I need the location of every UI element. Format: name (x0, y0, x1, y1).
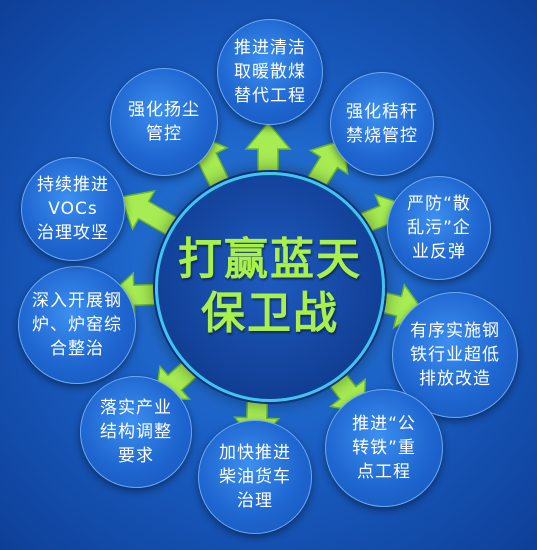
node-upper-right-label: 强化秸秆 禁烧管控 (346, 102, 418, 146)
node-top-label: 推进清洁 取暖散煤 替代工程 (234, 38, 306, 106)
node-bottom: 加快推进 柴油货车 治理 (198, 420, 312, 534)
center-title-line1: 打赢蓝天 (178, 234, 362, 285)
node-left: 深入开展钢 炉、炉窑综 合整治 (18, 266, 136, 384)
node-lower-left-label: 落实产业 结构调整 要求 (100, 398, 172, 466)
node-upper-left: 强化扬尘 管控 (110, 68, 218, 176)
center-title-line2: 保卫战 (201, 288, 339, 339)
node-upper-left-label: 强化扬尘 管控 (128, 100, 200, 144)
node-lower-left: 落实产业 结构调整 要求 (80, 376, 192, 488)
center-circle: 打赢蓝天 保卫战 (155, 172, 385, 402)
node-right-top: 严防“散 乱污”企 业反弹 (387, 176, 491, 280)
node-right-label: 有序实施钢 铁行业超低 排放改造 (410, 321, 500, 389)
node-left-top-label: 持续推进 VOCs 治理攻坚 (37, 175, 109, 243)
node-left-top: 持续推进 VOCs 治理攻坚 (21, 157, 125, 261)
node-lower-right: 推进“公 转铁”重 点工程 (325, 389, 443, 507)
node-upper-right: 强化秸秆 禁烧管控 (330, 72, 434, 176)
node-right-top-label: 严防“散 乱污”企 业反弹 (407, 194, 471, 262)
node-top: 推进清洁 取暖散煤 替代工程 (217, 19, 323, 125)
node-lower-right-label: 推进“公 转铁”重 点工程 (352, 414, 416, 482)
node-bottom-label: 加快推进 柴油货车 治理 (219, 443, 291, 511)
node-left-label: 深入开展钢 炉、炉窑综 合整治 (32, 291, 122, 359)
